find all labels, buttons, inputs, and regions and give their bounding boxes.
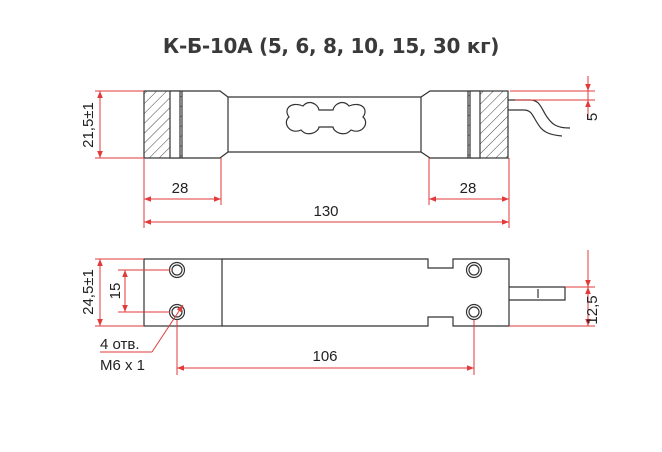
hole-top-right	[465, 261, 483, 279]
hole-bottom-right	[465, 303, 483, 321]
beam-edges	[227, 97, 422, 152]
hole-top-left	[168, 261, 186, 279]
bone-cutout	[285, 102, 367, 135]
dim-hole-spacing-v: 15	[107, 283, 124, 300]
cable-top	[508, 99, 571, 129]
left-block	[143, 258, 223, 327]
top-view-dimensions: 24,5±1 15 12,5 106 4 отв. M6 x 1	[80, 250, 601, 375]
drawing-title: К-Б-10А (5, 6, 8, 10, 15, 30 кг)	[162, 34, 500, 58]
cable-stub	[509, 286, 566, 301]
side-view	[143, 90, 571, 159]
right-clamp-slot	[469, 90, 481, 159]
dim-height-top: 21,5±1	[80, 102, 97, 148]
dim-hole-spacing-h: 106	[312, 348, 337, 365]
dim-length: 130	[313, 203, 338, 220]
dim-left-clamp: 28	[172, 180, 189, 197]
dim-right-clamp: 28	[460, 180, 477, 197]
dim-cable-height: 12,5	[584, 295, 601, 324]
top-view	[143, 258, 566, 327]
cable-bottom	[508, 109, 563, 137]
hole-note-count: 4 отв.	[100, 336, 140, 353]
dim-cable-offset: 5	[584, 113, 601, 121]
dim-width-bottom: 24,5±1	[80, 269, 97, 315]
beam-outline	[182, 90, 468, 159]
side-view-dimensions: 21,5±1 5 28 28 130	[80, 76, 601, 228]
beam-body	[222, 258, 510, 327]
hole-note-thread: M6 x 1	[100, 357, 145, 374]
left-clamp-slot	[169, 90, 181, 159]
